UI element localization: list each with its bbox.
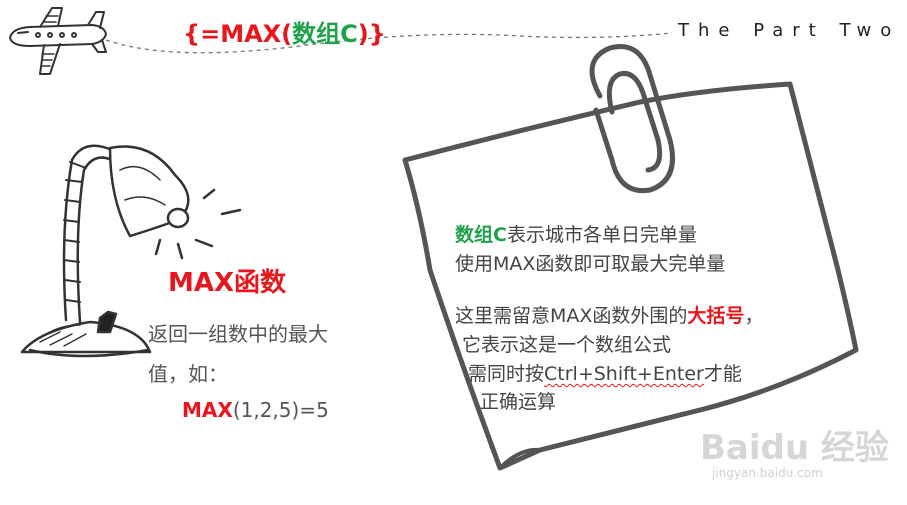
note-line-6: 正确运算 (480, 391, 557, 413)
baidu-watermark: Baidu 经验 (700, 428, 889, 468)
brace-emphasis: 大括号 (687, 305, 745, 327)
note-paper (402, 81, 859, 471)
key-combo: Ctrl+Shift+Enter (544, 363, 704, 385)
example-function: MAX (182, 398, 233, 422)
array-term: 数组C (455, 224, 507, 246)
note-line-5: 需同时按Ctrl+Shift+Enter才能 (468, 359, 742, 386)
formula-arg: 数组C (292, 20, 358, 48)
note-line-4: 它表示这是一个数组公式 (462, 334, 672, 356)
section-label: The Part Two (678, 20, 901, 41)
formula-title: {=MAX(数组C)} (183, 14, 386, 49)
paper-clip-icon (589, 44, 675, 194)
note-line-3-pre: 这里需留意MAX函数外围的 (455, 305, 688, 327)
description-line-2: 值，如： (148, 362, 228, 386)
airplane-icon (9, 7, 107, 75)
formula-close: )} (357, 20, 386, 48)
max-example: MAX(1,2,5)=5 (182, 398, 329, 422)
example-args: (1,2,5)=5 (232, 398, 329, 422)
desk-lamp-icon (20, 144, 242, 358)
formula-open: {=MAX( (183, 20, 293, 48)
note-line-5-post: 才能 (703, 363, 742, 385)
note-line-1: 数组C表示城市各单日完单量 (455, 220, 697, 247)
note-line-1-rest: 表示城市各单日完单量 (506, 224, 697, 246)
note-line-3-post: ， (744, 305, 764, 327)
note-line-5-pre: 需同时按 (468, 363, 545, 385)
max-function-heading: MAX函数 (168, 268, 287, 298)
note-line-3: 这里需留意MAX函数外围的大括号， (455, 301, 763, 328)
note-line-2: 使用MAX函数即可取最大完单量 (455, 253, 726, 275)
description-line-1: 返回一组数中的最大 (148, 322, 328, 346)
baidu-watermark-url: jingyan.baidu.com (712, 466, 823, 480)
